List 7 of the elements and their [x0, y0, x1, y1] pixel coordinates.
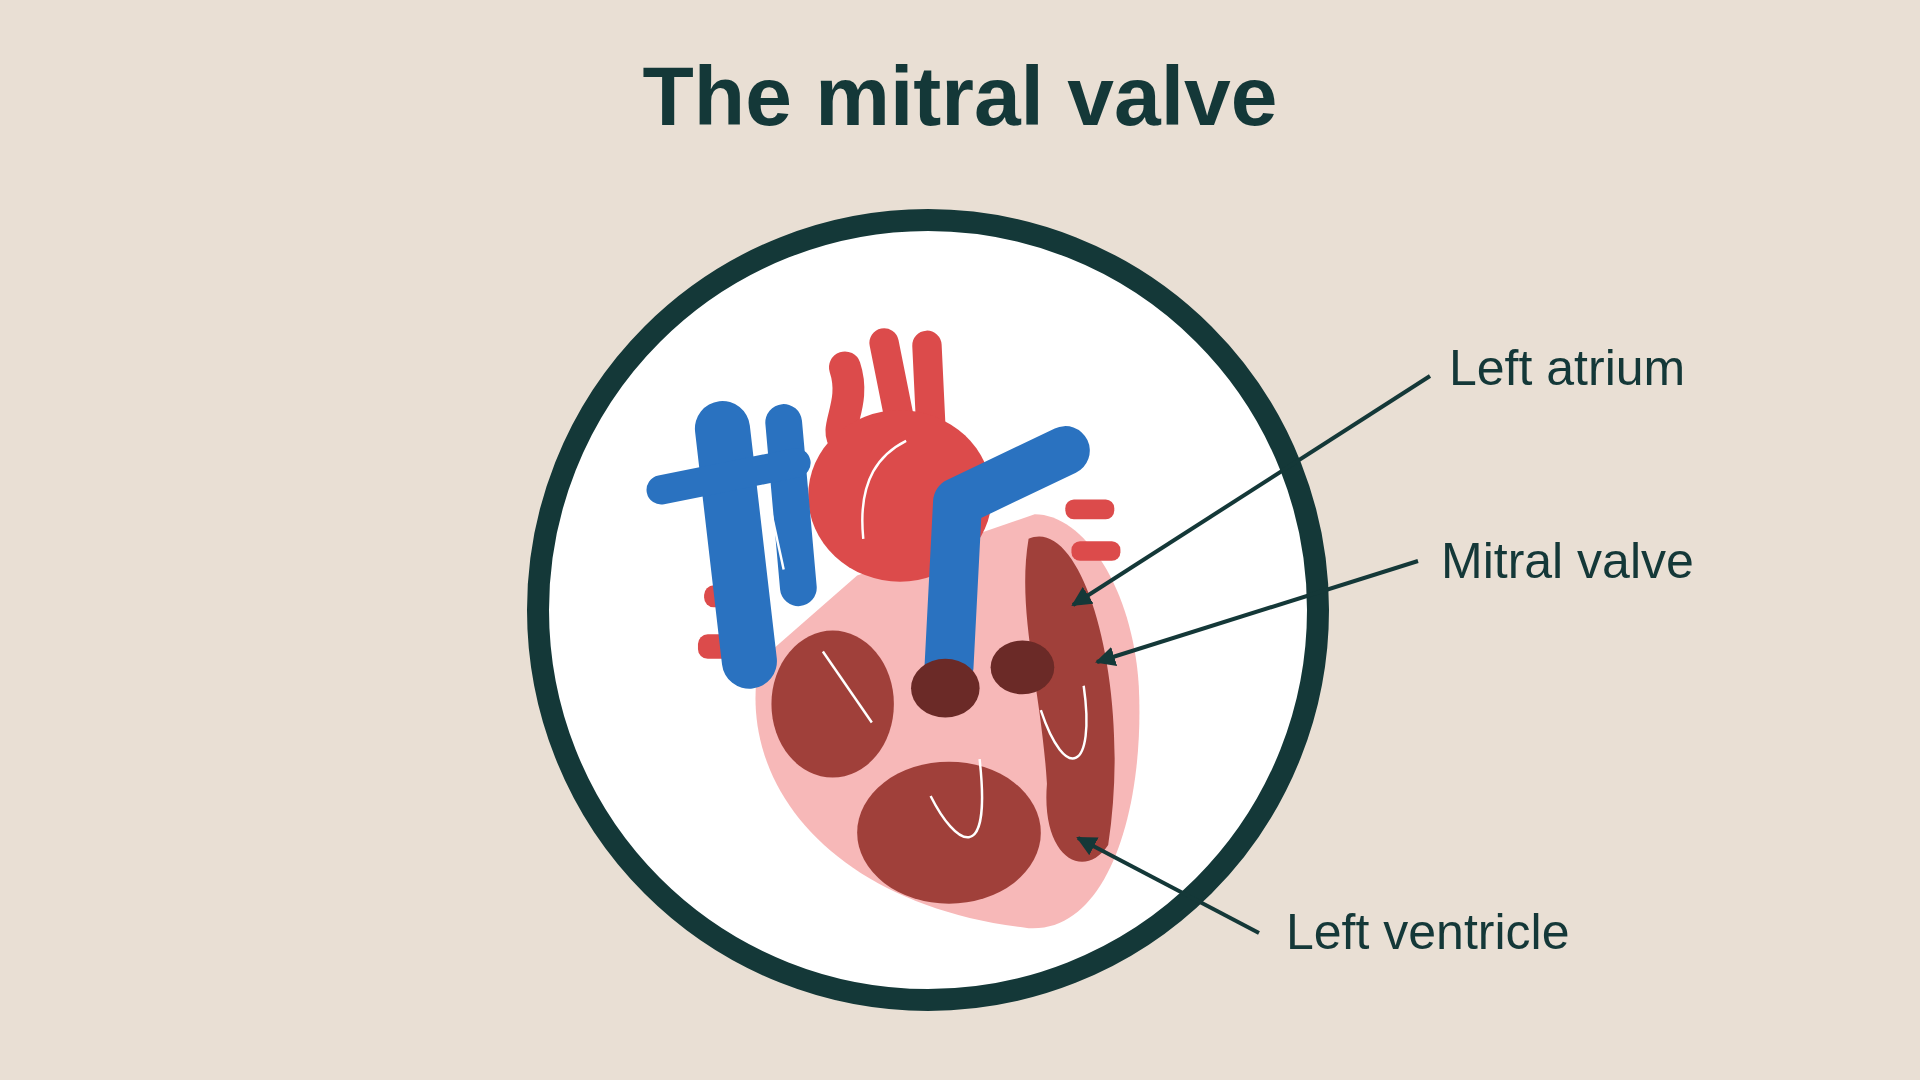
- leader-line: [1076, 836, 1260, 935]
- part-label: Left atrium: [1449, 343, 1686, 393]
- leader-line: [1095, 559, 1419, 667]
- leader-line: [1071, 374, 1432, 607]
- title: The mitral valve: [641, 48, 1279, 145]
- part-label: Mitral valve: [1441, 536, 1694, 586]
- part-label: Left ventricle: [1286, 907, 1570, 957]
